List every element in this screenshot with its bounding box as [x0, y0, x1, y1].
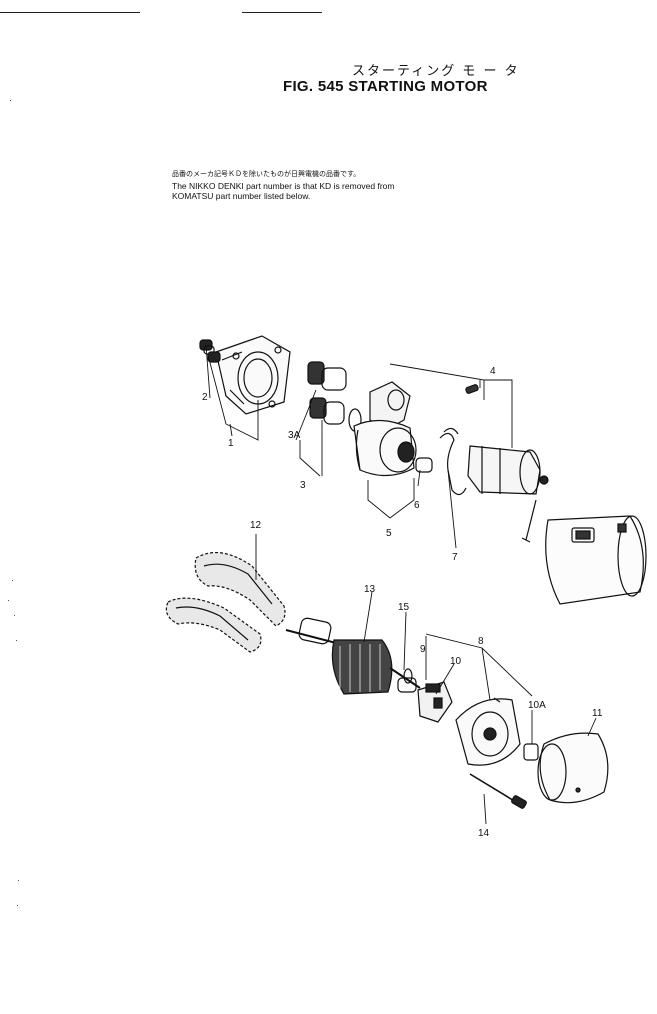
figure-title: FIG. 545 STARTING MOTOR [283, 78, 488, 95]
end-cover [537, 732, 609, 804]
scan-speck [14, 615, 15, 616]
top-rule-right [242, 12, 322, 13]
callout-10: 10 [450, 656, 462, 667]
callout-labels: 2 1 3A 3 4 5 6 7 12 13 15 8 9 10 10A 11 … [202, 366, 603, 839]
scan-speck [17, 905, 18, 906]
callout-3a: 3A [288, 430, 301, 441]
callout-15: 15 [398, 602, 410, 613]
callout-8: 8 [478, 636, 484, 647]
magnetic-switch [465, 384, 549, 543]
scan-speck [8, 600, 9, 601]
callout-6: 6 [414, 500, 420, 511]
callout-1: 1 [228, 438, 234, 449]
part-number-note-japanese: 品番のメーカ記号ＫＤを除いたものが日興電機の品番です。 [172, 171, 361, 178]
callout-3: 3 [300, 480, 306, 491]
top-rule-left [0, 12, 140, 13]
scan-speck [12, 580, 13, 581]
callout-9: 9 [420, 644, 426, 655]
scan-speck [10, 100, 11, 101]
thrust-washer [403, 668, 413, 684]
callout-10a: 10A [528, 700, 546, 711]
yoke-frame [545, 515, 647, 605]
armature [285, 617, 421, 695]
callout-11: 11 [592, 708, 603, 719]
center-housing [353, 381, 417, 477]
callout-5: 5 [386, 528, 392, 539]
callout-14: 14 [478, 828, 490, 839]
rear-bushing [523, 743, 539, 761]
leader-lines [205, 344, 597, 825]
figure-title-japanese: スターティング モ ー タ [352, 64, 520, 79]
brush-holder [417, 681, 453, 723]
part-number-note-line-1: The NIKKO DENKI part number is that KD i… [172, 181, 395, 191]
scan-speck [18, 880, 19, 881]
callout-12: 12 [250, 520, 262, 531]
callout-4: 4 [490, 366, 496, 377]
part-number-note-line-2: KOMATSU part number listed below. [172, 191, 311, 201]
pinion-gear-assembly [307, 361, 362, 432]
rear-end-frame [455, 697, 521, 766]
field-coil [165, 551, 286, 653]
through-bolt [469, 773, 527, 809]
callout-7: 7 [452, 552, 458, 563]
bushing [415, 457, 433, 473]
callout-2: 2 [202, 392, 208, 403]
callout-13: 13 [364, 584, 376, 595]
shift-lever [439, 427, 467, 496]
scan-speck [16, 640, 17, 641]
